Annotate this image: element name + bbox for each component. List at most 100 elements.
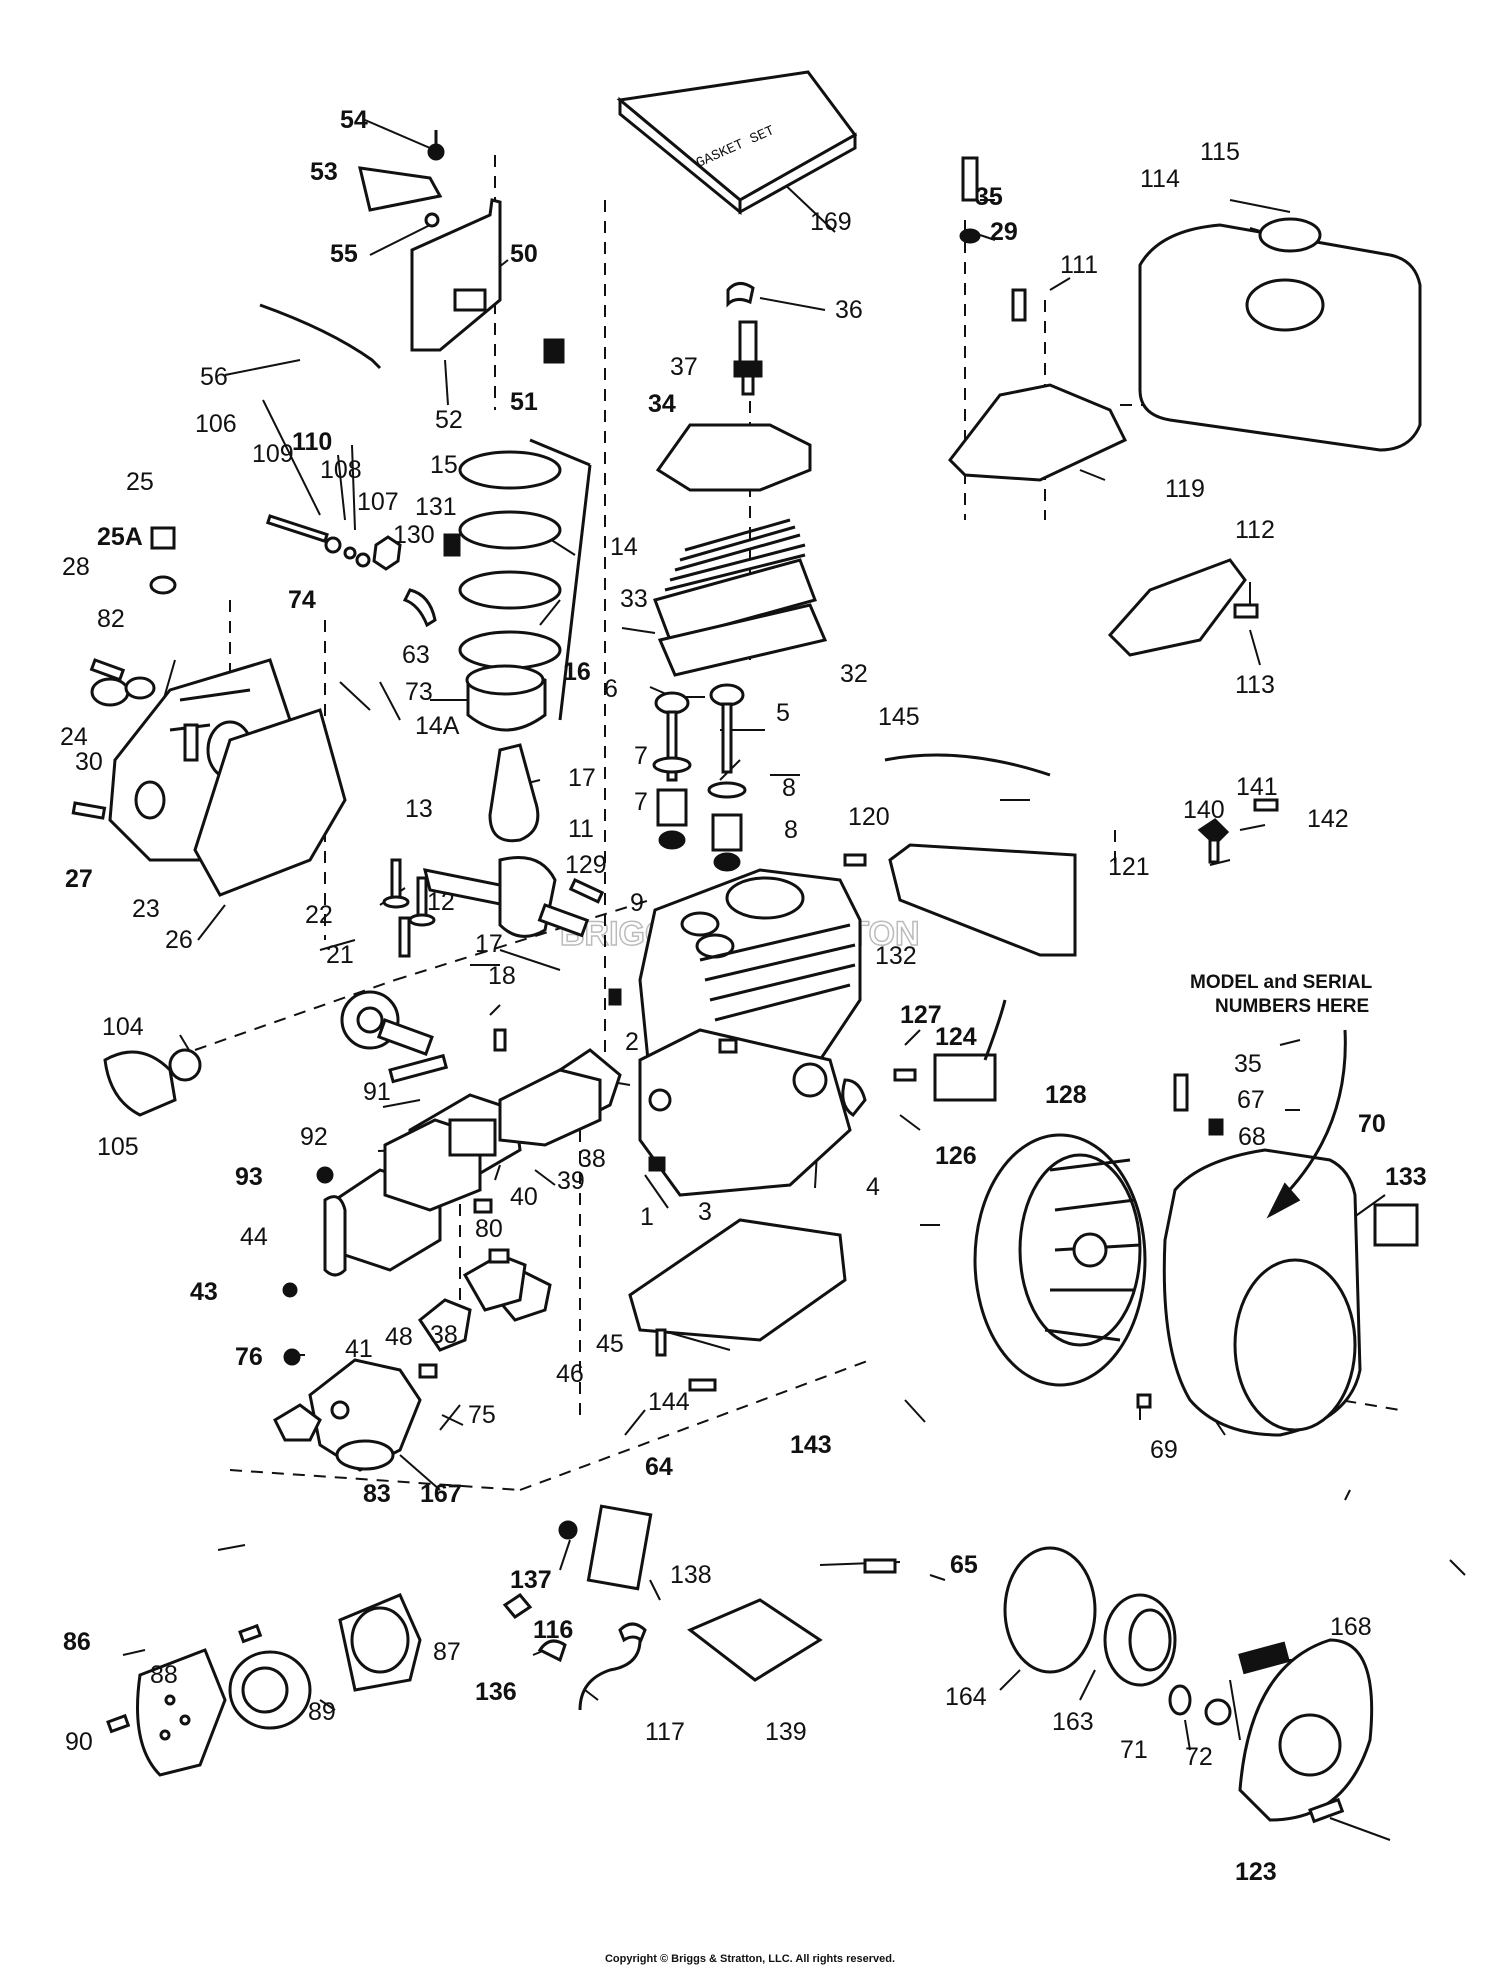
crankshaft xyxy=(422,856,590,938)
callout-label: 23 xyxy=(132,895,160,923)
callout-label: 68 xyxy=(1238,1123,1266,1151)
callout-label: 169 xyxy=(810,208,852,236)
callout-label: 126 xyxy=(935,1142,977,1170)
callout-label: 56 xyxy=(200,363,228,391)
callout-label: 37 xyxy=(670,353,698,381)
callout-label: 108 xyxy=(320,456,362,484)
callout-label: 52 xyxy=(435,406,463,434)
gasket-set-box: GASKET SET xyxy=(616,70,858,216)
spark-plug-boot xyxy=(726,282,755,308)
callout-label: 114 xyxy=(1140,165,1180,193)
callout-label: 89 xyxy=(308,1698,336,1726)
air-cleaner-body xyxy=(338,1593,422,1692)
model-serial-note-line2: NUMBERS HERE xyxy=(1215,996,1369,1017)
callout-label: 142 xyxy=(1307,805,1349,833)
copyright-notice: Copyright © Briggs & Stratton, LLC. All … xyxy=(605,1953,895,1965)
callout-label: 71 xyxy=(1120,1736,1148,1764)
callout-label: 120 xyxy=(848,803,890,831)
callout-label: 167 xyxy=(420,1480,462,1508)
callout-label: 13 xyxy=(405,795,433,823)
callout-label: 22 xyxy=(305,901,333,929)
air-cleaner-cover xyxy=(136,1648,227,1777)
callout-label: 38 xyxy=(578,1145,606,1173)
cylinder-head xyxy=(653,518,817,642)
callout-label: 164 xyxy=(945,1683,987,1711)
callout-label: 55 xyxy=(330,240,358,268)
breather-elbow xyxy=(103,1050,177,1117)
callout-label: 106 xyxy=(195,410,237,438)
callout-label: 24 xyxy=(60,723,88,751)
exhaust-valve xyxy=(709,683,745,774)
callout-label: 17 xyxy=(568,764,596,792)
callout-label: 115 xyxy=(1200,138,1240,166)
callout-label: 105 xyxy=(97,1133,139,1161)
rotating-screen xyxy=(1003,1546,1097,1674)
callout-label: 21 xyxy=(326,941,354,969)
callout-label: 34 xyxy=(648,390,676,418)
piston-rings xyxy=(458,450,562,670)
callout-label: 80 xyxy=(475,1215,503,1243)
callout-label: 30 xyxy=(75,748,103,776)
callout-label: 51 xyxy=(510,388,538,416)
intake-elbow-gasket xyxy=(417,1298,472,1352)
callout-label: 3 xyxy=(698,1198,712,1226)
callout-label: 26 xyxy=(165,926,193,954)
callout-label: 128 xyxy=(1045,1081,1087,1109)
callout-label: 76 xyxy=(235,1343,263,1371)
callout-label: 38 xyxy=(430,1321,458,1349)
governor-gear xyxy=(372,535,402,571)
callout-label: 44 xyxy=(240,1223,268,1251)
callout-label: 90 xyxy=(65,1728,93,1756)
carburetor-gasket xyxy=(273,1403,322,1442)
callout-label: 112 xyxy=(1235,516,1275,544)
callout-label: 86 xyxy=(63,1628,91,1656)
callout-label: 48 xyxy=(385,1323,413,1351)
serial-number-decal xyxy=(1373,1203,1419,1247)
callout-label: 139 xyxy=(765,1718,807,1746)
callout-label: 69 xyxy=(1150,1436,1178,1464)
callout-label: 127 xyxy=(900,1001,942,1029)
callout-label: 16 xyxy=(563,658,591,686)
callout-label: 9 xyxy=(630,889,644,917)
callout-label: 136 xyxy=(475,1678,517,1706)
callout-label: 121 xyxy=(1108,853,1150,881)
model-serial-note-line1: MODEL and SERIAL xyxy=(1190,972,1373,993)
callout-label: 2 xyxy=(625,1028,639,1056)
fuel-pump-spring xyxy=(558,1520,578,1540)
breather-tube xyxy=(323,1195,347,1277)
callout-label: 129 xyxy=(565,851,607,879)
breather-gasket xyxy=(168,1048,202,1082)
callout-label: 83 xyxy=(363,1480,391,1508)
callout-label: 18 xyxy=(488,962,516,990)
fuel-tank-bracket xyxy=(1107,558,1247,657)
piston xyxy=(465,664,547,732)
callout-label: 93 xyxy=(235,1163,263,1191)
rewind-starter xyxy=(1238,1638,1374,1822)
callout-label: 15 xyxy=(430,451,458,479)
callout-label: 35 xyxy=(975,183,1003,211)
callout-label: 11 xyxy=(568,815,594,843)
callout-label: 6 xyxy=(604,675,618,703)
callout-label: 64 xyxy=(645,1453,673,1481)
callout-label: 50 xyxy=(510,240,538,268)
air-filter-element xyxy=(228,1650,312,1730)
callout-label: 67 xyxy=(1237,1086,1265,1114)
callout-label: 82 xyxy=(97,605,125,633)
crankcase-gasket xyxy=(193,708,347,897)
flywheel-nut xyxy=(1204,1698,1232,1726)
breather-filter xyxy=(448,1118,497,1157)
callout-label: 14 xyxy=(610,533,638,561)
callout-label: 8 xyxy=(784,816,798,844)
callout-label: 138 xyxy=(670,1561,712,1589)
oil-seal xyxy=(124,676,156,700)
blower-housing xyxy=(1162,1148,1362,1437)
callout-label: 36 xyxy=(835,296,863,324)
carburetor xyxy=(308,1358,422,1472)
callout-label: 14A xyxy=(415,712,460,740)
callout-label: 111 xyxy=(1060,251,1098,279)
callout-label: 53 xyxy=(310,158,338,186)
governor-shaft xyxy=(265,514,329,544)
callout-label: 43 xyxy=(190,1278,218,1306)
